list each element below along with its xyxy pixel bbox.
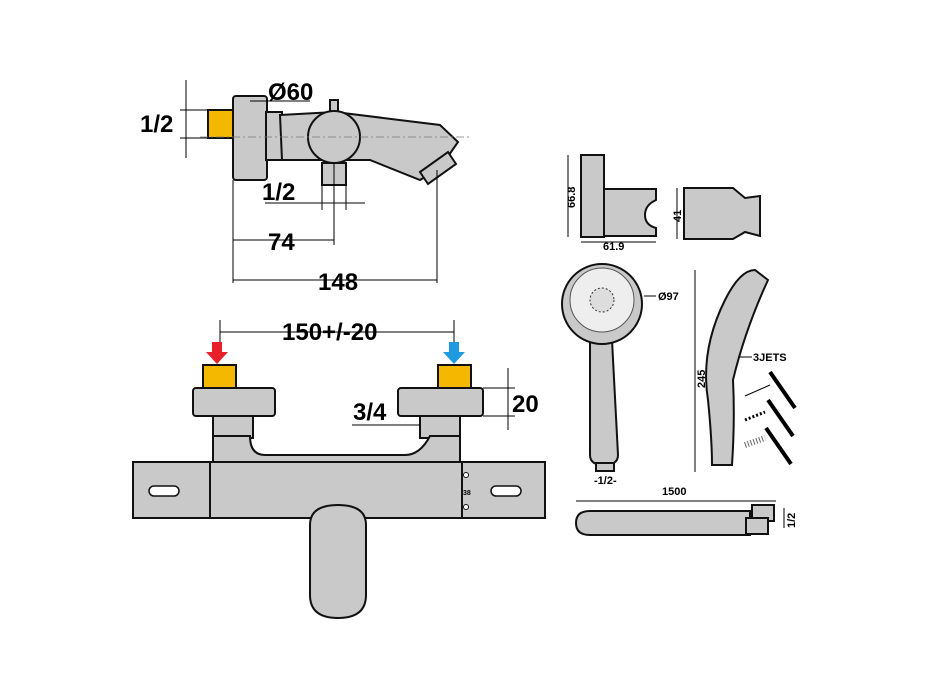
hose: 1500 1/2 bbox=[574, 486, 798, 536]
hot-arrow-icon bbox=[206, 342, 228, 364]
cold-inlet-fitting bbox=[437, 364, 472, 392]
diameter-label: Ø60 bbox=[268, 79, 313, 106]
left-slot bbox=[148, 485, 180, 497]
aerator bbox=[418, 150, 458, 186]
holder-plate bbox=[580, 154, 605, 238]
cold-arrow-icon bbox=[443, 342, 465, 364]
cold-cap bbox=[397, 387, 484, 417]
hot-cap bbox=[192, 387, 276, 417]
cold-nut bbox=[419, 415, 461, 439]
top-view: 1/2 Ø60 1/2 74 148 bbox=[140, 79, 470, 296]
hand-shower: -1/2- Ø97 245 3JETS bbox=[561, 263, 797, 487]
inlet-fitting bbox=[207, 109, 235, 139]
shower-length-label: 245 bbox=[696, 370, 708, 388]
shower-handle bbox=[589, 339, 620, 467]
holder-height-label: 66.8 bbox=[566, 187, 578, 208]
hose-length-label: 1500 bbox=[662, 486, 686, 498]
shower-connection-label: -1/2- bbox=[594, 475, 617, 487]
holder-side bbox=[683, 187, 761, 240]
holder-cradle bbox=[603, 188, 657, 237]
jets-label: 3JETS bbox=[753, 352, 787, 364]
hose-nut-bottom bbox=[745, 517, 769, 535]
shower-diameter-label: Ø97 bbox=[658, 291, 679, 303]
right-slot bbox=[490, 485, 522, 497]
connection-label: 3/4 bbox=[353, 399, 387, 426]
shower-holder: 66.8 61.9 41 bbox=[566, 154, 761, 253]
hot-inlet-fitting bbox=[202, 364, 237, 392]
outlet-label: 1/2 bbox=[262, 179, 295, 206]
hot-nut bbox=[212, 415, 254, 439]
holder-width-label: 61.9 bbox=[603, 241, 624, 253]
temperature-mark: 38 bbox=[463, 490, 471, 497]
holder-depth-label: 41 bbox=[672, 210, 684, 222]
front-view: 150+/-20 38 3/4 20 bbox=[132, 319, 546, 620]
depth-total-label: 148 bbox=[318, 269, 358, 296]
shower-side bbox=[705, 268, 770, 466]
spray-patterns-icon bbox=[744, 370, 797, 466]
hose-connection-label: 1/2 bbox=[786, 513, 798, 528]
center-distance-label: 150+/-20 bbox=[282, 319, 377, 346]
depth-short-label: 74 bbox=[268, 229, 295, 256]
mixing-handle bbox=[309, 503, 367, 620]
hose-body bbox=[574, 510, 751, 536]
shower-connector bbox=[595, 462, 615, 472]
inlet-label: 1/2 bbox=[140, 111, 173, 138]
wall-flange bbox=[232, 95, 268, 181]
cap-height-label: 20 bbox=[512, 391, 539, 418]
